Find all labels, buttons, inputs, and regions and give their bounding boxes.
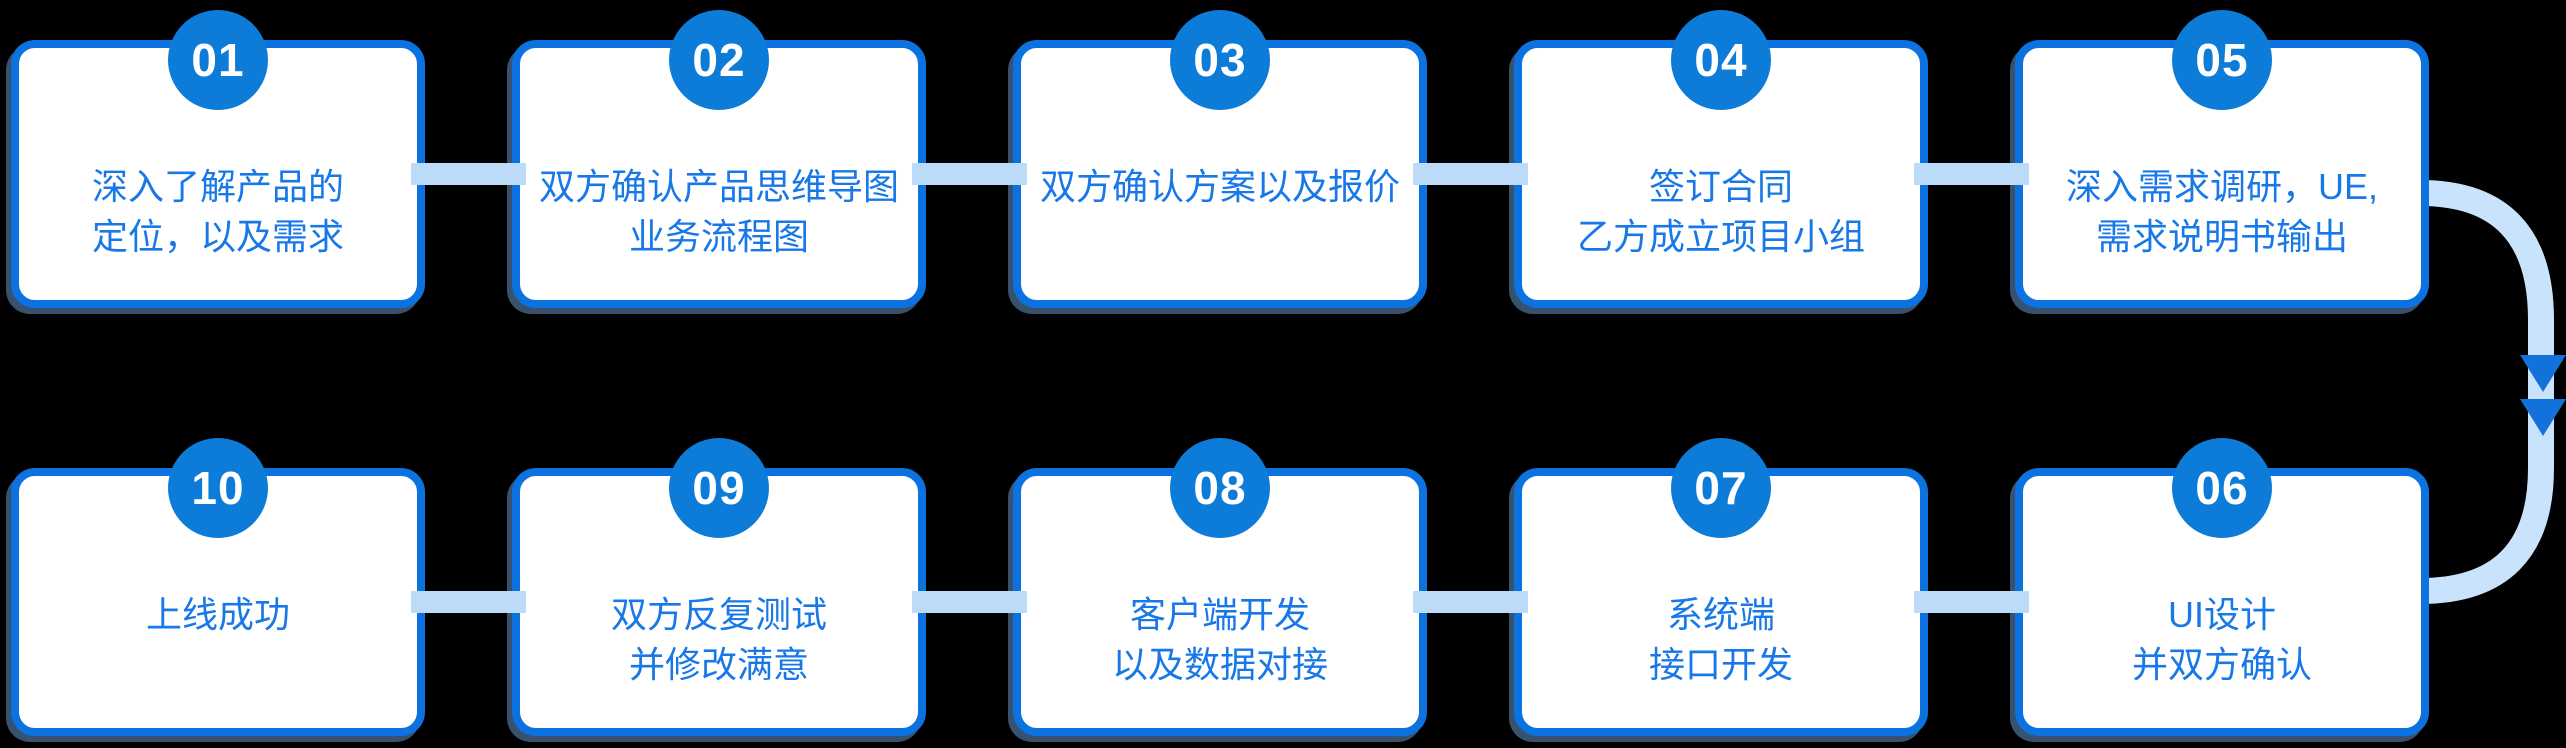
step-card: 08 客户端开发以及数据对接	[1013, 438, 1427, 736]
step-text-line: 并双方确认	[2131, 644, 2312, 685]
step-text: 客户端开发以及数据对接	[1021, 590, 1419, 690]
step-number-badge: 06	[2172, 438, 2272, 538]
step-text: 双方确认方案以及报价	[1021, 162, 1419, 212]
step-card: 06 UI设计并双方确认	[2015, 438, 2429, 736]
step-number-badge: 08	[1170, 438, 1270, 538]
step-card: 07 系统端接口开发	[1514, 438, 1928, 736]
connector-bar	[912, 163, 1027, 185]
step-number-badge: 07	[1671, 438, 1771, 538]
step-card: 01 深入了解产品的定位，以及需求	[11, 10, 425, 308]
connector-bar	[411, 163, 526, 185]
step-text-line: 上线成功	[145, 594, 290, 635]
step-number-badge: 01	[168, 10, 268, 110]
arrow-curve	[2419, 180, 2554, 604]
step-card: 10 上线成功	[11, 438, 425, 736]
connector-bar	[1914, 163, 2029, 185]
connector-bar	[1914, 591, 2029, 613]
step-text: 双方反复测试并修改满意	[520, 590, 918, 690]
step-text-line: 以及数据对接	[1111, 644, 1328, 685]
step-number-badge: 10	[168, 438, 268, 538]
step-number-badge: 02	[669, 10, 769, 110]
step-text-line: 双方确认产品思维导图	[538, 166, 899, 207]
step-card: 09 双方反复测试并修改满意	[512, 438, 926, 736]
step-text-line: 接口开发	[1648, 644, 1793, 685]
flow-row-top: 01 深入了解产品的定位，以及需求 02 双方确认产品思维导图业务流程图 03 …	[11, 10, 2429, 308]
step-text: 签订合同乙方成立项目小组	[1522, 162, 1920, 262]
step-card: 02 双方确认产品思维导图业务流程图	[512, 10, 926, 308]
step-text-line: 双方反复测试	[610, 594, 827, 635]
step-text-line: 签订合同	[1648, 166, 1793, 207]
step-text-line: 深入需求调研，UE,	[2065, 166, 2378, 207]
connector-bar	[1413, 163, 1528, 185]
step-text: 深入需求调研，UE, 需求说明书输出	[2023, 162, 2421, 262]
step-text: 双方确认产品思维导图业务流程图	[520, 162, 918, 262]
step-text-line: 定位，以及需求	[91, 216, 344, 257]
flow-row-bottom: 10 上线成功 09 双方反复测试并修改满意 08 客户端开发以及数据对接 07…	[11, 438, 2429, 736]
step-text: 上线成功	[19, 590, 417, 640]
step-card: 05 深入需求调研，UE, 需求说明书输出	[2015, 10, 2429, 308]
arrowhead-icon	[2520, 399, 2566, 436]
step-text-line: 需求说明书输出	[2095, 216, 2348, 257]
step-text: 深入了解产品的定位，以及需求	[19, 162, 417, 262]
step-card: 03 双方确认方案以及报价	[1013, 10, 1427, 308]
step-number-badge: 03	[1170, 10, 1270, 110]
step-text-line: UI设计	[2167, 594, 2276, 635]
connector-bar	[1413, 591, 1528, 613]
step-text: UI设计并双方确认	[2023, 590, 2421, 690]
step-number-badge: 09	[669, 438, 769, 538]
arrowhead-icon	[2520, 355, 2566, 392]
step-text-line: 系统端	[1666, 594, 1775, 635]
step-text-line: 业务流程图	[628, 216, 809, 257]
step-text-line: 并修改满意	[628, 644, 809, 685]
step-text-line: 深入了解产品的	[91, 166, 344, 207]
step-text-line: 客户端开发	[1129, 594, 1310, 635]
step-text: 系统端接口开发	[1522, 590, 1920, 690]
step-text-line: 双方确认方案以及报价	[1039, 166, 1400, 207]
connector-bar	[912, 591, 1027, 613]
step-number-badge: 05	[2172, 10, 2272, 110]
step-number-badge: 04	[1671, 10, 1771, 110]
step-text-line: 乙方成立项目小组	[1576, 216, 1865, 257]
connector-bar	[411, 591, 526, 613]
step-card: 04 签订合同乙方成立项目小组	[1514, 10, 1928, 308]
